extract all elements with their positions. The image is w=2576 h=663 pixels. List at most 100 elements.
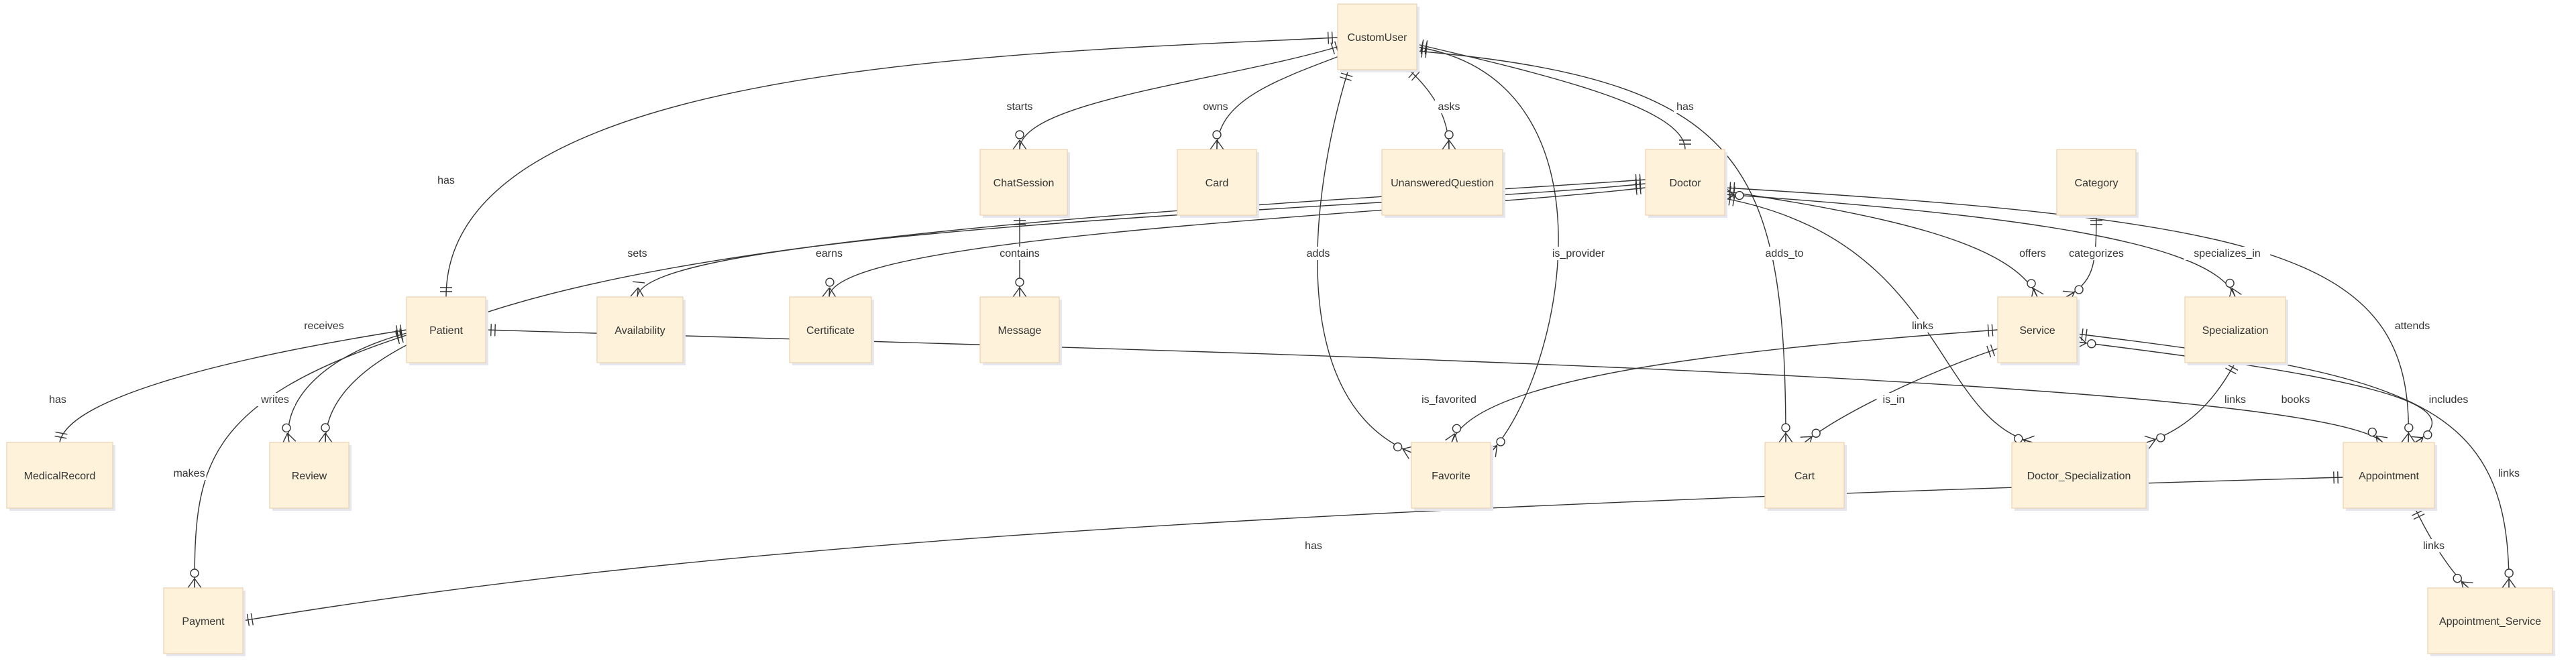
relationship-label-group: makes [172,467,207,480]
cardinality-to-icon [1445,424,1462,445]
entity-service[interactable]: Service [1997,296,2080,365]
relationship-line [1317,69,1412,453]
entity-specialization[interactable]: Specialization [2184,296,2288,365]
entity-label: Appointment [2359,471,2419,482]
entity-label: Category [2075,178,2118,189]
cardinality-to-icon [2367,427,2388,448]
relationship-makes [187,330,407,589]
relationship-label-group: has [435,174,458,187]
relationship-label-group: specializes_in [2184,247,2271,260]
relationship-label-group: is_provider [1544,247,1613,260]
entity-label: Doctor_Specialization [2027,471,2131,482]
relationship-label-group: contains [994,247,1046,260]
relationship-label-group: has [1674,100,1697,113]
entity-label: Card [1205,178,1229,189]
relationship-links [2412,507,2473,593]
relationship-label-group: offers [2012,247,2053,260]
relationship-line [1216,52,1350,150]
relationship-label: offers [2019,248,2046,259]
relationship-attends [1724,182,2416,443]
relationship-label-group: links [1905,319,1940,333]
relationship-contains [1012,215,1027,298]
cardinality-from-icon [1987,324,1994,337]
cardinality-to-icon [2453,574,2473,593]
entity-appointment[interactable]: Appointment [2343,442,2437,511]
entity-chatsession[interactable]: ChatSession [979,149,1070,218]
cardinality-to-icon [318,423,333,443]
relationship-label: contains [1000,248,1040,259]
cardinality-to-icon [630,281,645,298]
entity-payment[interactable]: Payment [163,587,246,656]
entity-label: Appointment_Service [2439,616,2541,627]
relationship-label: specializes_in [2194,248,2261,259]
relationship-line [1724,190,2038,298]
entity-label: UnansweredQuestion [1391,178,1494,189]
relationship-line [2065,215,2097,298]
relationship-has [440,32,1338,298]
relationship-label: adds_to [1766,248,1804,259]
entity-appointment-service[interactable]: Appointment_Service [2427,587,2555,656]
entity-label: Message [998,325,1042,337]
relationship-label-group: adds [1303,247,1333,260]
relationship-label: starts [1006,101,1032,113]
entity-doctor[interactable]: Doctor [1645,149,1727,218]
entity-review[interactable]: Review [269,442,352,511]
relationship-label: is_in [1883,394,1905,406]
entity-category[interactable]: Category [2056,149,2139,218]
relationship-label: has [437,175,455,186]
entity-patient[interactable]: Patient [406,296,488,365]
entity-unansweredquestion[interactable]: UnansweredQuestion [1381,149,1505,218]
relationship-label-group: earns [812,247,847,260]
relationship-links [2144,362,2239,449]
relationship-label-group: categorizes [2061,247,2131,260]
relationship-has [54,324,407,443]
cardinality-to-icon [282,423,297,444]
cardinality-from-icon [2333,471,2339,484]
entity-medicalrecord[interactable]: MedicalRecord [6,442,115,511]
relationship-line [445,37,1338,298]
entity-label: Patient [429,325,463,337]
relationship-earns [822,182,1646,298]
entity-customuser[interactable]: CustomUser [1337,3,1419,72]
relationship-label-group: writes [255,393,295,406]
relationship-label-group: attends [2389,319,2436,333]
relationship-line [1724,187,2410,443]
entity-doctor-specialization[interactable]: Doctor_Specialization [2011,442,2149,511]
relationship-label: sets [627,248,647,259]
entity-cart[interactable]: Cart [1764,442,1847,511]
cardinality-from-icon [2412,509,2425,520]
relationship-label-group: includes [2422,393,2475,406]
relationship-label: includes [2429,394,2469,406]
entity-label: Certificate [806,325,855,337]
entity-message[interactable]: Message [979,296,1062,365]
relationship-label-group: is_in [1876,393,1911,406]
entity-favorite[interactable]: Favorite [1411,442,1493,511]
entity-card[interactable]: Card [1177,149,1259,218]
relationship-label: makes [173,468,205,479]
relationship-line [828,187,1646,298]
relationship-label: books [2282,394,2310,406]
cardinality-to-icon [2401,423,2416,443]
entity-label: MedicalRecord [24,471,96,482]
relationship-line [194,335,407,589]
entity-certificate[interactable]: Certificate [789,296,874,365]
relationship-label-group: receives [298,319,350,333]
cardinality-to-icon [2014,434,2035,450]
relationship-label: has [1676,101,1694,113]
relationship-line [1451,329,1998,443]
cardinality-from-icon [1986,344,1995,358]
relationship-label: categorizes [2069,248,2124,259]
cardinality-from-icon [1340,72,1353,81]
entity-label: Cart [1794,471,1815,482]
cardinality-to-icon [2144,433,2165,449]
relationship-owns [1210,48,1350,150]
entity-availability[interactable]: Availability [596,296,686,365]
relationship-label-group: links [2416,539,2451,552]
relationship-line [1416,46,1559,453]
cardinality-from-icon [1014,220,1026,225]
cardinality-from-icon [2225,364,2239,375]
relationship-label: owns [1203,101,1228,113]
cardinality-to-icon [2225,278,2242,300]
relationship-label: earns [816,248,843,259]
